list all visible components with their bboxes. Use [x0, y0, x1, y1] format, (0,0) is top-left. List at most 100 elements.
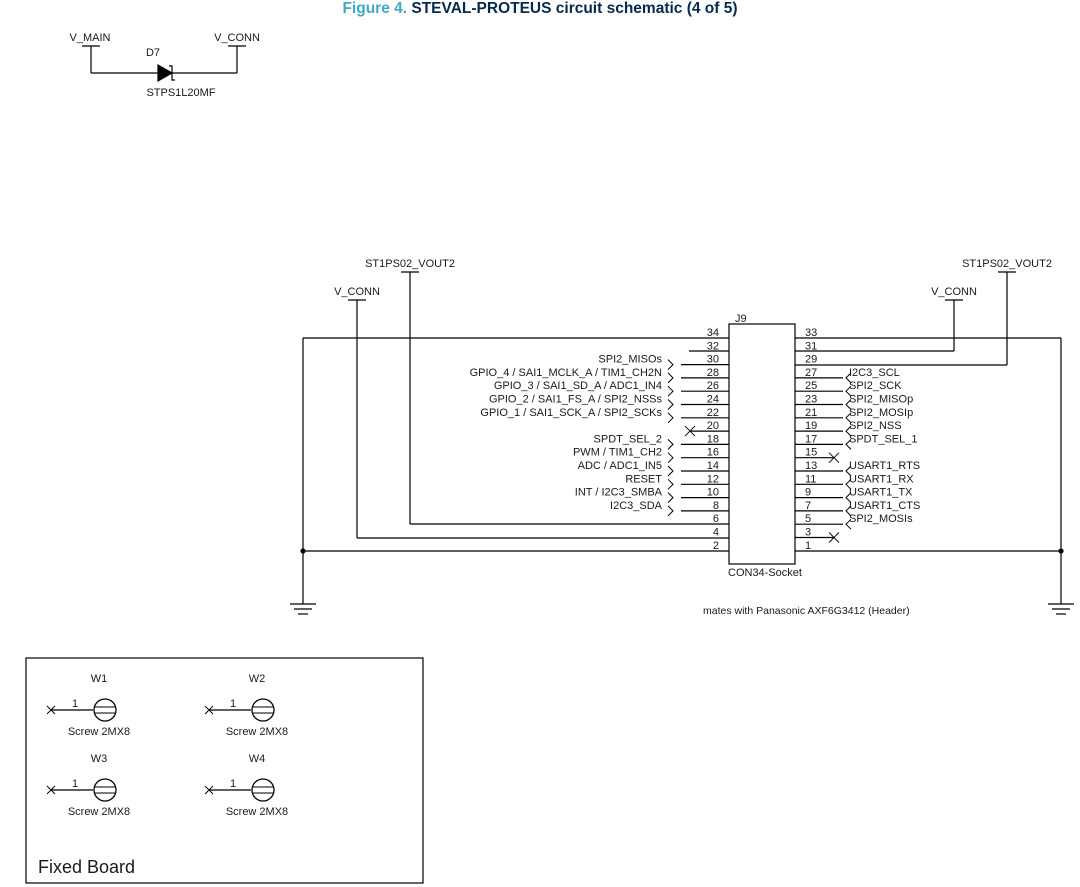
pin-number: 13 — [805, 460, 817, 472]
pin-number: 21 — [805, 407, 817, 419]
net-label: I2C3_SCL — [849, 367, 900, 379]
ground-symbol-right — [1048, 603, 1074, 615]
net-label: USART1_RX — [849, 473, 914, 485]
net-port-marker — [845, 399, 852, 410]
screw-icon — [251, 698, 275, 722]
screw-part: Screw 2MX8 — [226, 806, 288, 818]
power-net-right-inner: V_CONN — [931, 286, 977, 298]
pin-number: 23 — [805, 394, 817, 406]
pin-number: 29 — [805, 354, 817, 366]
net-label: USART1_RTS — [849, 460, 920, 472]
net-port-marker — [845, 372, 852, 384]
pin-number: 31 — [805, 340, 817, 352]
connector-pin-left: 4 — [713, 527, 719, 539]
pin-number: 2 — [713, 540, 719, 552]
net-label: SPI2_MOSIs — [849, 513, 913, 525]
connector-mating-note: mates with Panasonic AXF6G3412 (Header) — [703, 605, 910, 617]
pin-number: 16 — [707, 447, 719, 459]
connector-pin-left: 32 — [707, 340, 719, 352]
net-label: USART1_TX — [849, 487, 913, 499]
connector-pin-right: 3 — [795, 527, 840, 543]
net-port-marker — [667, 359, 674, 370]
pin-number: 30 — [707, 354, 719, 366]
net-label: ADC / ADC1_IN5 — [578, 460, 662, 472]
connector-pin-left: 2 — [713, 540, 719, 552]
connector-ref: J9 — [735, 313, 747, 325]
power-net-left-outer: ST1PS02_VOUT2 — [365, 258, 455, 270]
pin-number: 18 — [707, 433, 719, 445]
fixed-board-label: Fixed Board — [38, 857, 135, 877]
pin-number: 5 — [805, 513, 811, 525]
connector-pin-left: 18 SPDT_SEL_2 — [594, 433, 729, 450]
net-port-marker — [667, 412, 674, 424]
figure-caption: Figure 4. STEVAL-PROTEUS circuit schemat… — [0, 0, 1080, 18]
screw-pin: 1 — [230, 778, 236, 790]
connector-pin-right: 1 — [805, 540, 811, 552]
connector-pin-left: 8 I2C3_SDA — [610, 500, 729, 517]
net-port-marker — [667, 372, 674, 384]
net-label: SPDT_SEL_2 — [594, 433, 662, 445]
screw-pin: 1 — [72, 698, 78, 710]
pin-number: 33 — [805, 327, 817, 339]
pin-number: 34 — [707, 327, 719, 339]
net-label: SPI2_SCK — [849, 380, 902, 392]
connector-pin-right: 29 — [805, 354, 817, 366]
net-label: SPI2_MISOs — [598, 354, 662, 366]
connector-pin-right: 25 SPI2_SCK — [795, 380, 902, 397]
pin-number: 19 — [805, 420, 817, 432]
screw-icon — [251, 778, 275, 802]
pin-number: 25 — [805, 380, 817, 392]
pin-number: 1 — [805, 540, 811, 552]
pin-number: 3 — [805, 527, 811, 539]
connector-pin-right: 13 USART1_RTS — [795, 460, 920, 477]
net-port-marker — [845, 385, 852, 397]
net-label: GPIO_4 / SAI1_MCLK_A / TIM1_CH2N — [470, 367, 662, 379]
no-connect-marker — [46, 785, 56, 795]
net-label: SPI2_NSS — [849, 420, 902, 432]
screw-ref: W2 — [249, 673, 266, 685]
power-net-right-outer: ST1PS02_VOUT2 — [962, 258, 1052, 270]
net-label: RESET — [625, 473, 662, 485]
pin-number: 27 — [805, 367, 817, 379]
net-port-marker — [667, 452, 674, 464]
net-label: GPIO_3 / SAI1_SD_A / ADC1_IN4 — [494, 380, 662, 392]
pin-number: 10 — [707, 487, 719, 499]
net-port-marker — [667, 492, 674, 503]
pin-number: 26 — [707, 380, 719, 392]
diode-part: STPS1L20MF — [146, 87, 215, 99]
connector-wiring — [290, 271, 1074, 615]
net-label: I2C3_SDA — [610, 500, 663, 512]
screw-part: Screw 2MX8 — [226, 726, 288, 738]
connector-pin-right: 19 SPI2_NSS — [795, 420, 902, 437]
no-connect-marker — [204, 705, 214, 715]
figure-number: Figure 4. — [342, 0, 408, 17]
screw-part: Screw 2MX8 — [68, 806, 130, 818]
pin-number: 17 — [805, 433, 817, 445]
junction-dot — [300, 548, 306, 554]
pin-number: 8 — [713, 500, 719, 512]
net-port-marker — [845, 518, 852, 530]
screw-ref: W3 — [91, 753, 108, 765]
screw-icon — [93, 778, 117, 802]
net-label: SPI2_MOSIp — [849, 407, 913, 419]
net-port-marker — [667, 505, 674, 517]
diode-cathode-net: V_CONN — [214, 32, 260, 44]
connector-pin-left: 6 — [713, 513, 719, 525]
diode-symbol — [157, 63, 174, 83]
screw-ref: W1 — [91, 673, 108, 685]
net-port-marker — [845, 465, 852, 477]
diode-ref: D7 — [146, 47, 160, 59]
pin-number: 32 — [707, 340, 719, 352]
pin-number: 22 — [707, 407, 719, 419]
